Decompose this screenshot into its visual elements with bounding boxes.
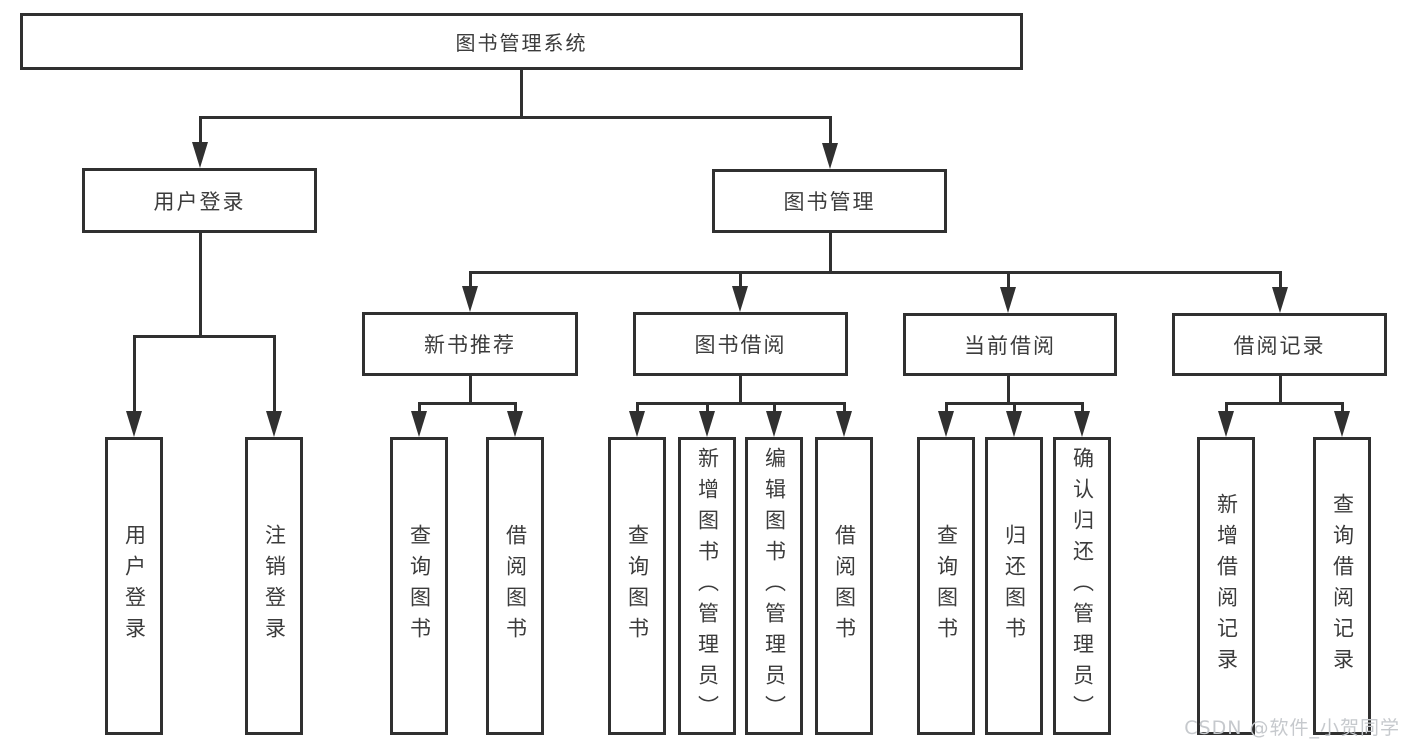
leaf-borrow-books-borrowing: 借阅图书	[815, 437, 873, 735]
connector-line	[198, 115, 202, 144]
connector-line	[635, 401, 846, 405]
connector-line	[738, 376, 742, 404]
connector-line	[1340, 401, 1344, 413]
arrowhead-icon	[266, 411, 282, 437]
arrowhead-icon	[1006, 411, 1022, 437]
connector-line	[944, 401, 948, 413]
connector-line	[1012, 401, 1016, 413]
arrowhead-icon	[629, 411, 645, 437]
leaf-query-books-borrowing-label: 查询图书	[625, 524, 650, 648]
arrowhead-icon	[836, 411, 852, 437]
connector-line	[132, 334, 136, 413]
connector-line	[828, 115, 832, 144]
connector-line	[417, 401, 517, 405]
arrowhead-icon	[1334, 411, 1350, 437]
node-borrowing-records-label: 借阅记录	[1233, 333, 1326, 358]
connector-line	[519, 70, 523, 118]
connector-line	[635, 401, 639, 413]
node-new-book-recommend: 新书推荐	[362, 312, 578, 376]
node-root: 图书管理系统	[20, 13, 1023, 70]
connector-line	[705, 401, 709, 413]
leaf-logout: 注销登录	[245, 437, 303, 735]
leaf-add-book-admin-label: 新增图书（管理员）	[695, 446, 720, 726]
arrowhead-icon	[1218, 411, 1234, 437]
leaf-query-books-recommend: 查询图书	[390, 437, 448, 735]
leaf-add-book-admin: 新增图书（管理员）	[678, 437, 736, 735]
arrowhead-icon	[411, 411, 427, 437]
node-current-borrowing-label: 当前借阅	[964, 333, 1056, 358]
connector-line	[1224, 401, 1228, 413]
leaf-return-books-label: 归还图书	[1002, 524, 1027, 648]
connector-line	[772, 401, 776, 413]
arrowhead-icon	[699, 411, 715, 437]
connector-line	[198, 233, 202, 337]
leaf-query-books-current: 查询图书	[917, 437, 975, 735]
node-new-book-recommend-label: 新书推荐	[424, 333, 516, 357]
leaf-return-books: 归还图书	[985, 437, 1043, 735]
connector-line	[1006, 270, 1010, 288]
arrowhead-icon	[1272, 287, 1288, 313]
leaf-logout-label: 注销登录	[262, 524, 287, 648]
leaf-add-borrow-record: 新增借阅记录	[1197, 437, 1255, 735]
connector-line	[1080, 401, 1084, 413]
leaf-confirm-return-admin: 确认归还（管理员）	[1053, 437, 1111, 735]
connector-line	[468, 270, 472, 288]
connector-line	[468, 376, 472, 404]
arrowhead-icon	[1074, 411, 1090, 437]
node-borrowing-records: 借阅记录	[1172, 313, 1387, 376]
node-book-borrowing: 图书借阅	[633, 312, 848, 376]
leaf-borrow-books-recommend-label: 借阅图书	[503, 524, 528, 648]
leaf-edit-book-admin: 编辑图书（管理员）	[745, 437, 803, 735]
leaf-query-borrow-record-label: 查询借阅记录	[1330, 493, 1355, 679]
connector-line	[1278, 376, 1282, 404]
leaf-borrow-books-borrowing-label: 借阅图书	[832, 524, 857, 648]
node-book-borrowing-label: 图书借阅	[694, 333, 787, 357]
connector-line	[1006, 376, 1010, 404]
connector-line	[417, 401, 421, 413]
leaf-query-borrow-record: 查询借阅记录	[1313, 437, 1371, 735]
connector-line	[1278, 270, 1282, 288]
node-user-login-label: 用户登录	[153, 189, 246, 214]
leaf-query-books-borrowing: 查询图书	[608, 437, 666, 735]
connector-line	[842, 401, 846, 413]
connector-line	[468, 270, 1282, 274]
connector-line	[132, 334, 276, 338]
arrowhead-icon	[938, 411, 954, 437]
leaf-add-borrow-record-label: 新增借阅记录	[1214, 493, 1239, 679]
node-current-borrowing: 当前借阅	[903, 313, 1117, 376]
leaf-borrow-books-recommend: 借阅图书	[486, 437, 544, 735]
csdn-watermark: CSDN @软件_小贺同学	[1184, 717, 1400, 739]
arrowhead-icon	[822, 143, 838, 169]
connector-line	[828, 233, 832, 273]
leaf-confirm-return-admin-label: 确认归还（管理员）	[1070, 446, 1095, 726]
leaf-edit-book-admin-label: 编辑图书（管理员）	[762, 446, 787, 726]
connector-line	[198, 115, 832, 119]
leaf-user-login-label: 用户登录	[122, 524, 147, 648]
leaf-query-books-current-label: 查询图书	[934, 524, 959, 648]
node-user-login: 用户登录	[82, 168, 317, 233]
node-root-label: 图书管理系统	[455, 31, 588, 55]
connector-line	[1224, 401, 1344, 405]
arrowhead-icon	[1000, 287, 1016, 313]
connector-line	[738, 270, 742, 288]
leaf-query-books-recommend-label: 查询图书	[407, 524, 432, 648]
node-book-management-label: 图书管理	[783, 190, 876, 214]
arrowhead-icon	[766, 411, 782, 437]
arrowhead-icon	[126, 411, 142, 437]
arrowhead-icon	[732, 286, 748, 312]
arrowhead-icon	[507, 411, 523, 437]
connector-line	[272, 334, 276, 413]
arrowhead-icon	[192, 142, 208, 168]
connector-line	[513, 401, 517, 413]
node-book-management: 图书管理	[712, 169, 947, 233]
arrowhead-icon	[462, 286, 478, 312]
leaf-user-login: 用户登录	[105, 437, 163, 735]
